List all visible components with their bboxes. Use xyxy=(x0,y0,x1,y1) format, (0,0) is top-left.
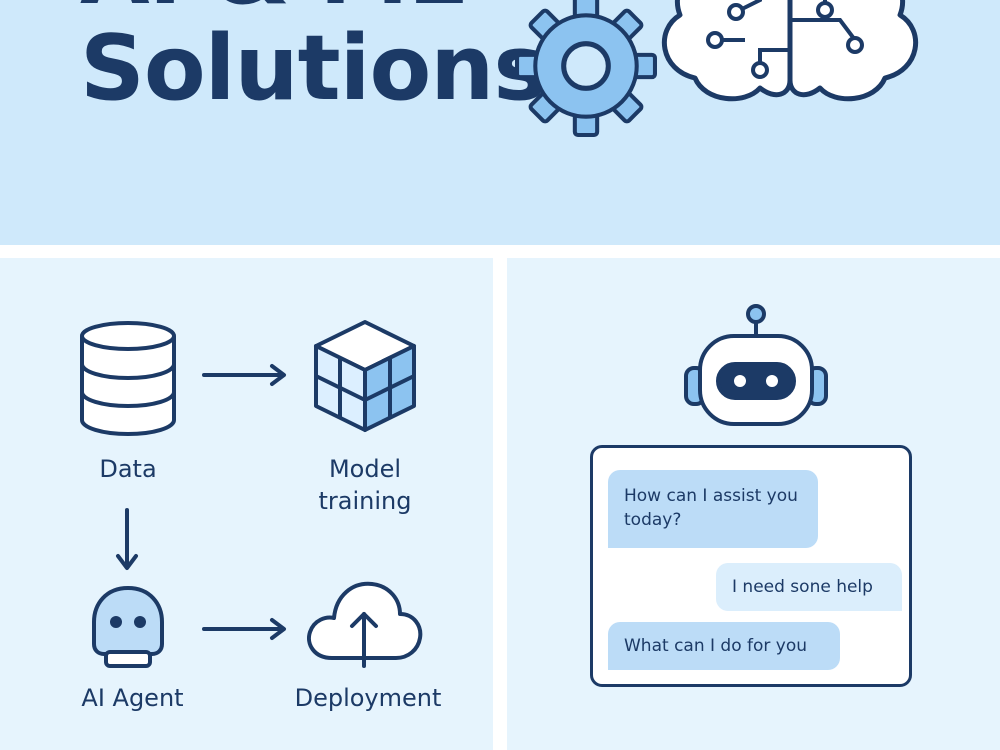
arrow-right-icon xyxy=(202,364,286,386)
hero-title-line2: Solutions xyxy=(80,16,547,121)
arrow-down-icon xyxy=(116,508,138,570)
gear-icon xyxy=(515,0,657,137)
step-label-model-line2: training xyxy=(318,487,412,515)
step-label-data: Data xyxy=(99,455,157,483)
pipeline-panel: Data Model training AI Agent xyxy=(0,258,493,750)
arrow-right-icon xyxy=(202,618,286,640)
step-label-ai-agent: AI Agent xyxy=(81,684,184,712)
hero-title: AI & ML Solutions xyxy=(80,0,547,121)
brain-circuit-icon xyxy=(662,0,918,102)
chat-message-bot: How can I assist you today? xyxy=(608,470,818,548)
hero-banner: AI & ML Solutions xyxy=(0,0,1000,245)
agent-head-icon xyxy=(92,585,164,668)
robot-icon xyxy=(684,304,828,426)
cloud-upload-icon xyxy=(307,581,423,668)
step-label-model-line1: Model xyxy=(328,455,402,483)
chat-message-bot: What can I do for you xyxy=(608,622,840,670)
cube-icon xyxy=(314,320,416,432)
hero-title-line1: AI & ML xyxy=(80,0,546,21)
step-label-model-training: Model training xyxy=(280,453,450,517)
chat-window: How can I assist you today? I need sone … xyxy=(590,445,912,687)
chatbot-panel: How can I assist you today? I need sone … xyxy=(507,258,1000,750)
database-icon xyxy=(80,321,176,436)
step-label-deployment: Deployment xyxy=(294,684,442,712)
chat-message-user: I need sone help xyxy=(716,563,902,611)
